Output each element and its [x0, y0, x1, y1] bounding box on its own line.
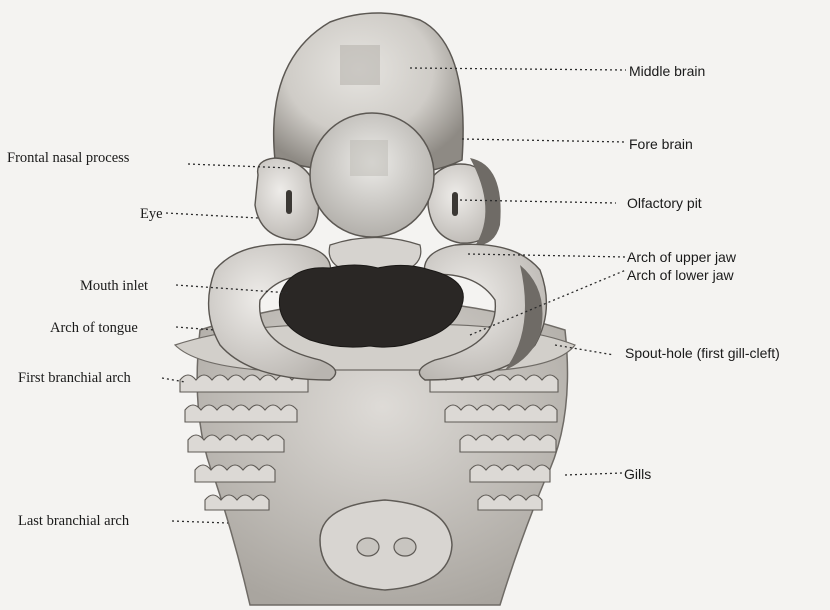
label-frontal-nasal-process: Frontal nasal process	[7, 150, 129, 166]
label-fore-brain: Fore brain	[629, 136, 693, 152]
label-middle-brain: Middle brain	[629, 63, 705, 79]
label-eye: Eye	[140, 206, 163, 222]
label-olfactory-pit: Olfactory pit	[627, 195, 702, 211]
leader-fore-brain	[462, 139, 626, 142]
label-last-branchial-arch: Last branchial arch	[18, 513, 129, 529]
label-spout-hole: Spout-hole (first gill-cleft)	[625, 345, 780, 361]
left-olfactory-slit	[286, 190, 292, 214]
label-mouth-inlet: Mouth inlet	[80, 278, 148, 294]
leader-gills	[565, 473, 622, 475]
leader-last-branchial	[172, 521, 228, 523]
label-arch-of-tongue: Arch of tongue	[50, 320, 138, 336]
tail-pit-left	[357, 538, 379, 556]
tail-stump	[320, 500, 452, 590]
label-gills: Gills	[624, 466, 651, 482]
brain-texture	[340, 45, 380, 85]
fore-brain-texture	[350, 140, 388, 176]
label-first-branchial-arch: First branchial arch	[18, 370, 131, 386]
label-arch-of-lower-jaw: Arch of lower jaw	[627, 267, 734, 283]
tail-pit-right	[394, 538, 416, 556]
leader-eye	[166, 213, 258, 218]
right-olfactory-slit	[452, 192, 458, 216]
label-arch-of-upper-jaw: Arch of upper jaw	[627, 249, 736, 265]
